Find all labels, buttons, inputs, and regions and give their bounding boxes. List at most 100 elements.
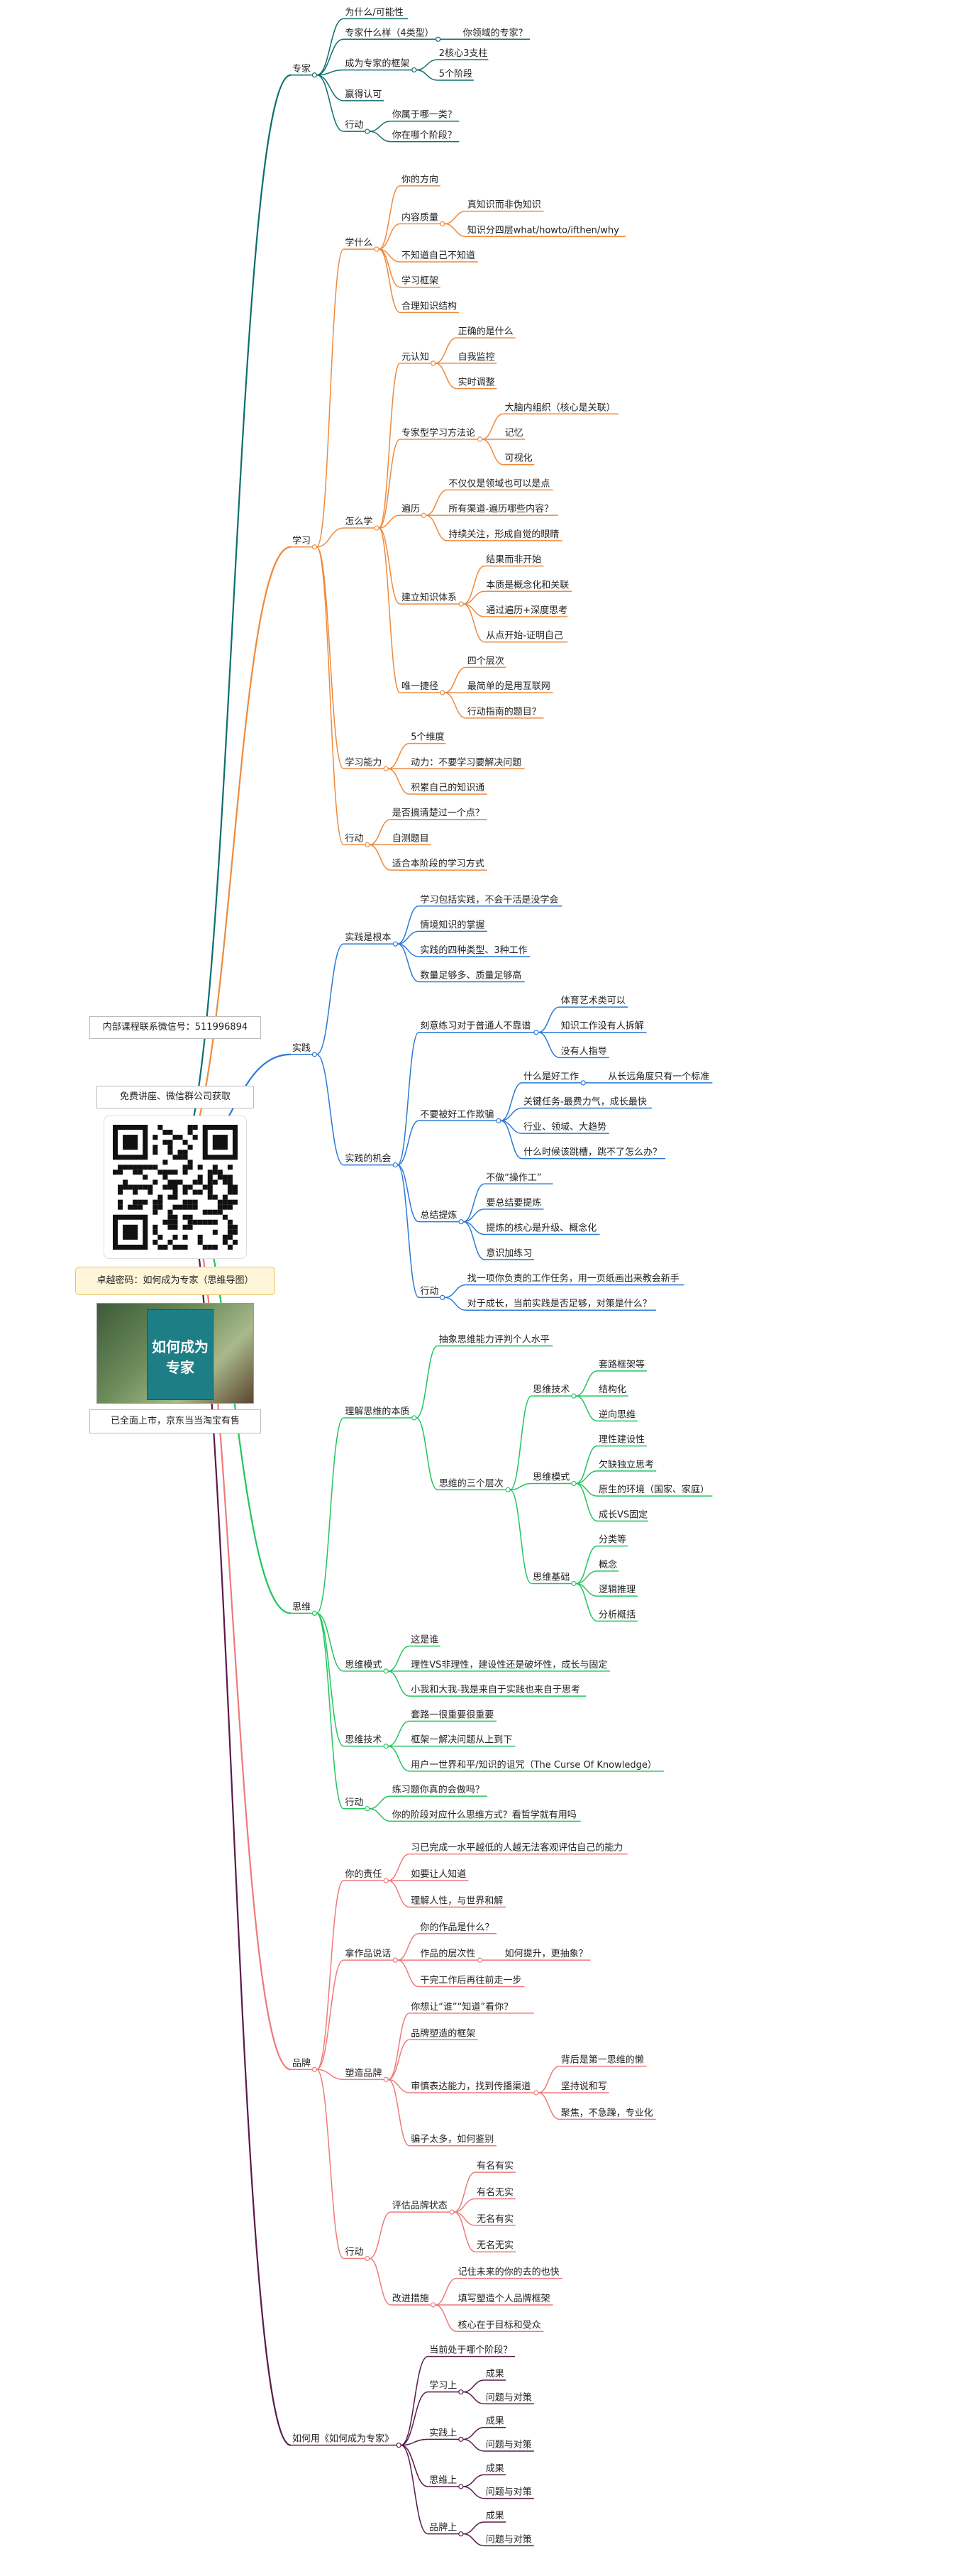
connector-line <box>378 185 401 250</box>
expand-toggle-icon[interactable] <box>430 2302 436 2308</box>
topic-label: 干完工作后再往前走一步 <box>420 1975 521 1986</box>
topic-label: 聚焦，不急躁，专业化 <box>561 2108 653 2118</box>
topic-label: 成果 <box>486 2369 504 2379</box>
expand-toggle-icon[interactable] <box>311 1610 317 1616</box>
expand-toggle-icon[interactable] <box>411 1415 417 1421</box>
expand-toggle-icon[interactable] <box>421 512 427 518</box>
expand-toggle-icon[interactable] <box>571 1480 577 1487</box>
topic-label: 成果 <box>486 2463 504 2474</box>
connector-line <box>575 1470 598 1485</box>
expand-toggle-icon[interactable] <box>311 544 317 550</box>
connector-line <box>316 1417 345 1614</box>
topic-label: 行动 <box>345 120 363 131</box>
topic-label: 实时调整 <box>458 378 495 388</box>
topic-label: 情境知识的掌握 <box>420 919 484 930</box>
topic-label: 你在哪个阶段？ <box>392 131 457 141</box>
topic-label: 学习能力 <box>345 756 382 768</box>
connector-line <box>378 363 401 529</box>
expand-toggle-icon[interactable] <box>496 1118 501 1123</box>
expand-toggle-icon[interactable] <box>430 360 436 366</box>
connector-line <box>462 2521 484 2535</box>
expand-toggle-icon[interactable] <box>458 2531 464 2537</box>
expand-toggle-icon[interactable] <box>392 1162 399 1168</box>
topic-label: 理解思维的本质 <box>345 1406 409 1417</box>
expand-toggle-icon[interactable] <box>449 2209 455 2215</box>
connector-line <box>435 2277 457 2306</box>
expand-toggle-icon[interactable] <box>458 2389 464 2395</box>
connector-line <box>575 1482 598 1522</box>
connector-line <box>538 2092 560 2120</box>
topic-label: 遍历 <box>401 503 420 514</box>
expand-toggle-icon[interactable] <box>383 1878 389 1883</box>
topic-label: 通过遍历+深度思考 <box>486 605 567 616</box>
connector-line <box>426 489 448 516</box>
expand-toggle-icon[interactable] <box>458 1219 464 1225</box>
expand-toggle-icon[interactable] <box>533 1030 539 1035</box>
branch-label: 思维 <box>292 1602 311 1612</box>
connector-line <box>462 2438 484 2452</box>
topic-label: 内容质量 <box>401 211 438 223</box>
expand-toggle-icon[interactable] <box>374 525 379 531</box>
expand-toggle-icon[interactable] <box>477 1957 483 1963</box>
topic-label: 问题与对策 <box>486 2391 532 2403</box>
topic-label: 什么时候该跳槽，跳不了怎么办？ <box>523 1147 662 1158</box>
expand-toggle-icon[interactable] <box>440 690 445 695</box>
topic-label: 为什么/可能性 <box>345 7 403 18</box>
connector-line <box>369 131 391 143</box>
expand-toggle-icon[interactable] <box>383 2076 389 2082</box>
expand-toggle-icon[interactable] <box>383 766 389 771</box>
connector-line <box>462 2533 484 2547</box>
expand-toggle-icon[interactable] <box>365 2255 370 2262</box>
expand-toggle-icon[interactable] <box>571 1580 577 1587</box>
connector-line <box>316 1612 345 1810</box>
expand-toggle-icon[interactable] <box>458 2484 464 2489</box>
connector-line <box>388 1853 410 1881</box>
expand-toggle-icon[interactable] <box>365 842 370 848</box>
expand-toggle-icon[interactable] <box>533 2090 539 2096</box>
expand-toggle-icon[interactable] <box>571 1393 577 1399</box>
expand-toggle-icon[interactable] <box>392 941 399 947</box>
expand-toggle-icon[interactable] <box>580 1080 586 1086</box>
connector-line <box>369 2211 392 2259</box>
expand-toggle-icon[interactable] <box>440 221 445 227</box>
expand-toggle-icon[interactable] <box>411 67 417 73</box>
book-cover-title: 如何成为专家 <box>152 1338 209 1376</box>
expand-toggle-icon[interactable] <box>392 1957 399 1963</box>
connector-line <box>397 943 419 983</box>
connector-line <box>174 546 292 1165</box>
book-cover-image: 如何成为专家 <box>147 1309 214 1400</box>
expand-toggle-icon[interactable] <box>477 436 483 442</box>
topic-label: 练习题你真的会做吗？ <box>392 1784 484 1795</box>
connector-line <box>316 943 344 1055</box>
expand-toggle-icon[interactable] <box>311 2066 317 2072</box>
expand-toggle-icon[interactable] <box>435 36 441 42</box>
topic-label: 找一项你负责的工作任务，用一页纸画出来教会新手 <box>467 1273 680 1284</box>
topic-label: 记住未来的你的去的也快 <box>458 2267 560 2278</box>
expand-toggle-icon[interactable] <box>383 1744 389 1749</box>
topic-label: 如要让人知道 <box>411 1868 466 1880</box>
topic-label: 专家什么样（4类型） <box>345 27 433 38</box>
connector-line <box>387 2013 410 2081</box>
expand-toggle-icon[interactable] <box>311 72 317 78</box>
expand-toggle-icon[interactable] <box>458 601 464 607</box>
expand-toggle-icon[interactable] <box>440 1294 445 1301</box>
topic-label: 成果 <box>486 2416 504 2427</box>
topic-label: 思维模式 <box>345 1660 382 1670</box>
expand-toggle-icon[interactable] <box>311 1052 317 1057</box>
expand-toggle-icon[interactable] <box>365 1806 370 1812</box>
topic-label: 小我和大我-我是来自于实践也来自于思考 <box>411 1685 580 1695</box>
expand-toggle-icon[interactable] <box>374 246 379 252</box>
expand-toggle-icon[interactable] <box>365 128 370 134</box>
expand-toggle-icon[interactable] <box>458 2436 464 2442</box>
expand-toggle-icon[interactable] <box>396 2443 401 2448</box>
topic-label: 积累自己的知识通 <box>411 782 484 793</box>
expand-toggle-icon[interactable] <box>505 1487 511 1492</box>
topic-label: 四个层次 <box>467 655 504 666</box>
topic-label: 概念 <box>599 1559 617 1570</box>
topic-label: 赢得认可 <box>345 89 382 100</box>
topic-label: 建立知识体系 <box>401 592 457 603</box>
expand-toggle-icon[interactable] <box>383 1668 389 1674</box>
topic-label: 逆向思维 <box>599 1409 636 1420</box>
topic-label: 实践的机会 <box>345 1153 391 1165</box>
